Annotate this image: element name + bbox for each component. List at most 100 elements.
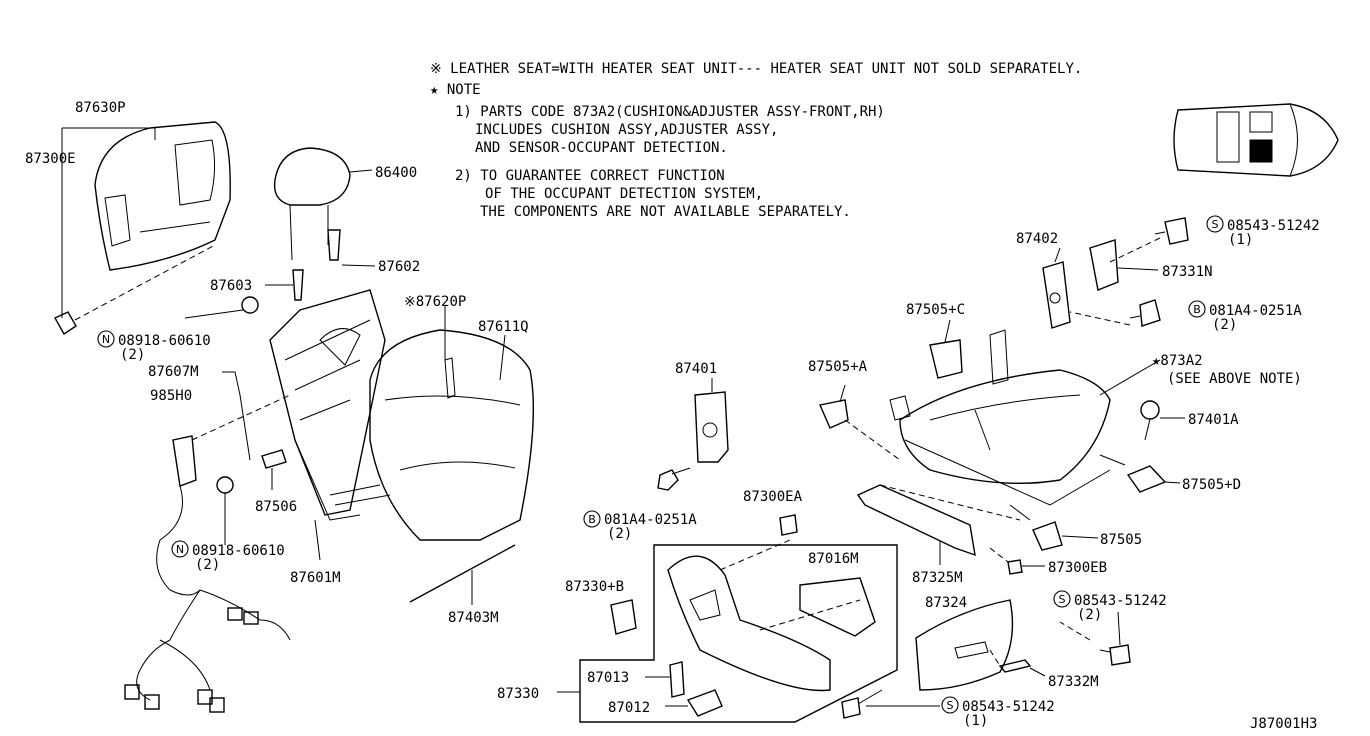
car-location-icon xyxy=(1173,103,1339,177)
label-87611Q: 87611Q xyxy=(478,319,529,335)
seatback-pad-87611Q xyxy=(369,305,535,541)
label-08918-60610-lower: 08918-60610 xyxy=(192,543,285,559)
qty-08543-51242-bottom: (1) xyxy=(963,713,988,729)
bracket-87505C xyxy=(929,319,963,379)
note-2-line-1: 2) TO GUARANTEE CORRECT FUNCTION xyxy=(455,168,725,184)
label-87401: 87401 xyxy=(675,361,717,377)
prefix-S-top: S xyxy=(1212,218,1219,231)
motor-87401 xyxy=(694,378,729,463)
label-873A2-note: (SEE ABOVE NOTE) xyxy=(1167,371,1302,387)
notes-block: ※ LEATHER SEAT=WITH HEATER SEAT UNIT--- … xyxy=(430,61,1082,220)
guide-87602 xyxy=(327,229,376,267)
label-87630P: 87630P xyxy=(75,100,126,116)
label-87401A: 87401A xyxy=(1188,412,1239,428)
note-1-line-2: INCLUDES CUSHION ASSY,ADJUSTER ASSY, xyxy=(475,122,778,138)
bracket-87506 xyxy=(261,449,287,490)
prefix-N-upper: N xyxy=(102,333,110,346)
label-87300EB: 87300EB xyxy=(1048,560,1107,576)
label-strip-87332M xyxy=(989,649,1046,677)
headrest-86400 xyxy=(273,147,373,261)
cover-87331N xyxy=(1089,239,1159,291)
label-87505C: 87505+C xyxy=(906,302,965,318)
qty-081A4-0251A-upper: (2) xyxy=(1212,317,1237,333)
bracket-87505A xyxy=(819,384,901,461)
guide-87603 xyxy=(265,269,304,301)
note-1-line-3: AND SENSOR-OCCUPANT DETECTION. xyxy=(475,140,728,156)
side-cover-87324 xyxy=(915,599,1014,691)
qty-08918-60610-upper: (2) xyxy=(120,347,145,363)
adjuster-87402 xyxy=(1042,247,1071,329)
cap-87330B xyxy=(610,599,637,635)
prefix-B-lower: B xyxy=(588,513,596,526)
screw-08543-bottom: S xyxy=(841,689,959,719)
note-1-line-1: 1) PARTS CODE 873A2(CUSHION&ADJUSTER ASS… xyxy=(455,104,885,120)
label-873A2: ★873A2 xyxy=(1152,353,1203,369)
diagram-code: J87001H3 xyxy=(1250,716,1317,732)
label-87603: 87603 xyxy=(210,278,252,294)
qty-08543-51242-top: (1) xyxy=(1228,232,1253,248)
label-87300E: 87300E xyxy=(25,151,76,167)
note-header: ★ NOTE xyxy=(430,82,481,98)
rod-87403M xyxy=(409,544,516,605)
label-87300EA: 87300EA xyxy=(743,489,803,505)
note-2-line-2: OF THE OCCUPANT DETECTION SYSTEM, xyxy=(485,186,763,202)
label-87331N: 87331N xyxy=(1162,264,1213,280)
label-081A4-0251A-lower: 081A4-0251A xyxy=(604,512,697,528)
label-87332M: 87332M xyxy=(1048,674,1099,690)
label-985H0: 985H0 xyxy=(150,388,192,404)
bolt-081A4-upper: B xyxy=(1069,299,1206,327)
label-87607M: 87607M xyxy=(148,364,199,380)
label-86400: 86400 xyxy=(375,165,417,181)
label-87505D: 87505+D xyxy=(1182,477,1241,493)
screw-08543-right: S xyxy=(1053,590,1131,666)
label-87330B: 87330+B xyxy=(565,579,624,595)
label-87602: 87602 xyxy=(378,259,420,275)
label-87506: 87506 xyxy=(255,499,297,515)
prefix-N-lower: N xyxy=(176,543,184,556)
qty-08543-51242-right: (2) xyxy=(1077,607,1102,623)
qty-08918-60610-lower: (2) xyxy=(195,557,220,573)
note-2-line-3: THE COMPONENTS ARE NOT AVAILABLE SEPARAT… xyxy=(480,204,851,220)
label-87505: 87505 xyxy=(1100,532,1142,548)
label-87402: 87402 xyxy=(1016,231,1058,247)
bracket-87630P xyxy=(61,127,156,318)
clip-87300EB xyxy=(989,547,1045,575)
label-87324: 87324 xyxy=(925,595,967,611)
label-87403M: 87403M xyxy=(448,610,499,626)
cover-87505 xyxy=(1032,521,1099,551)
module-985H0 xyxy=(172,394,291,487)
label-08543-51242-top: 08543-51242 xyxy=(1227,218,1320,234)
wiring-harness xyxy=(124,485,291,713)
prefix-B-upper: B xyxy=(1193,303,1201,316)
unit-87016M xyxy=(799,577,876,637)
label-87012: 87012 xyxy=(608,700,650,716)
cushion-873A2 xyxy=(889,329,1161,521)
prefix-S-right: S xyxy=(1059,593,1066,606)
nut-08918-upper: N xyxy=(97,296,259,348)
bolt-081A4-lower: B xyxy=(583,467,691,528)
prefix-S-bottom: S xyxy=(947,699,954,712)
label-87620P: ※87620P xyxy=(404,294,466,310)
knob-87013 xyxy=(645,661,685,698)
assembly-box-87330 xyxy=(579,544,898,723)
bolt-87401A xyxy=(1140,400,1185,441)
label-87325M: 87325M xyxy=(912,570,963,586)
seatback-cover-87630P xyxy=(54,121,231,336)
label-87013: 87013 xyxy=(587,670,629,686)
label-87330: 87330 xyxy=(497,686,539,702)
label-08918-60610-upper: 08918-60610 xyxy=(118,333,211,349)
rod-87607M xyxy=(222,371,251,461)
rail-cover-87325M xyxy=(856,484,1021,565)
clip-87300EA xyxy=(779,514,798,536)
label-08543-51242-right: 08543-51242 xyxy=(1074,593,1167,609)
label-08543-51242-bottom: 08543-51242 xyxy=(962,699,1055,715)
note-leather-seat: ※ LEATHER SEAT=WITH HEATER SEAT UNIT--- … xyxy=(430,61,1082,77)
cover-87505D xyxy=(1126,465,1181,493)
label-87016M: 87016M xyxy=(808,551,859,567)
nut-08918-lower: N xyxy=(171,476,234,558)
screw-08543-top: S xyxy=(1109,215,1224,263)
label-87601M: 87601M xyxy=(290,570,341,586)
qty-081A4-0251A-lower: (2) xyxy=(607,526,632,542)
knob-87012 xyxy=(665,689,723,717)
